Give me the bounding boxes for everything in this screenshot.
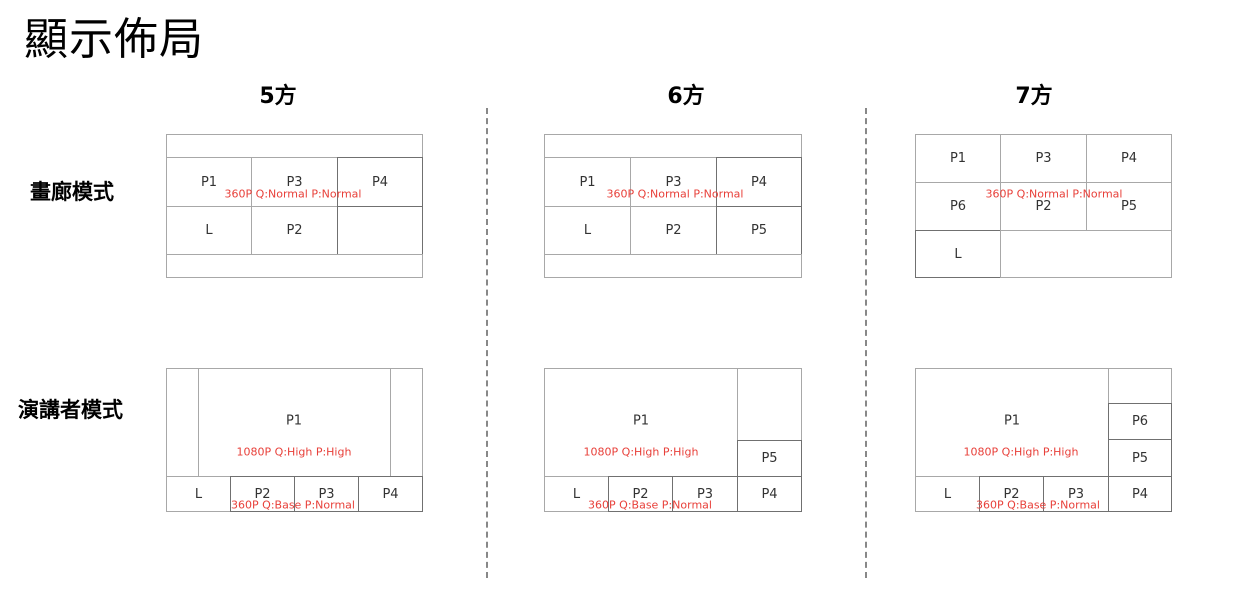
- cell-l: L: [915, 230, 1001, 278]
- column-header-7: 7方: [1015, 84, 1053, 109]
- cell-p3: P3: [251, 157, 338, 207]
- cell-p3: P3: [1043, 476, 1109, 512]
- empty-cell: [544, 134, 802, 158]
- page-title: 顯示佈局: [24, 14, 204, 65]
- cell-p5: P5: [1108, 439, 1172, 477]
- cell-p3: P3: [672, 476, 738, 512]
- cell-p2: P2: [630, 206, 717, 255]
- cell-p2: P2: [230, 476, 295, 512]
- cell-p1-label: P1: [285, 413, 303, 429]
- cell-p1-main: [915, 368, 1109, 477]
- cell-p5: P5: [716, 206, 802, 255]
- empty-cell: [1000, 230, 1172, 278]
- cell-p4: P4: [737, 476, 802, 512]
- row-header-speaker: 演講者模式: [18, 398, 123, 422]
- cell-l: L: [915, 476, 980, 512]
- cell-p2: P2: [979, 476, 1044, 512]
- cell-p1-main: [544, 368, 738, 477]
- empty-cell: [166, 368, 199, 477]
- cell-p1-main: [198, 368, 391, 477]
- cell-p1: P1: [544, 157, 631, 207]
- cell-p4: P4: [716, 157, 802, 207]
- empty-cell: [1108, 368, 1172, 404]
- cell-p6: P6: [1108, 403, 1172, 440]
- cell-p3: P3: [1000, 134, 1087, 183]
- empty-cell: [337, 206, 423, 255]
- empty-cell: [166, 254, 423, 278]
- cell-p6: P6: [915, 182, 1001, 231]
- cell-p1: P1: [166, 157, 252, 207]
- cell-p4: P4: [1086, 134, 1172, 183]
- cell-l: L: [166, 206, 252, 255]
- cell-p4: P4: [1108, 476, 1172, 512]
- cell-l: L: [166, 476, 231, 512]
- cell-p2: P2: [608, 476, 673, 512]
- cell-p3: P3: [630, 157, 717, 207]
- empty-cell: [737, 368, 802, 441]
- row-header-gallery: 畫廊模式: [30, 180, 114, 204]
- column-header-6: 6方: [667, 84, 705, 109]
- cell-p1-label: P1: [632, 413, 650, 429]
- empty-cell: [544, 254, 802, 278]
- cell-l: L: [544, 476, 609, 512]
- cell-p1-label: P1: [1003, 413, 1021, 429]
- empty-cell: [390, 368, 423, 477]
- cell-p4: P4: [337, 157, 423, 207]
- cell-p1: P1: [915, 134, 1001, 183]
- cell-p2: P2: [251, 206, 338, 255]
- cell-p5: P5: [737, 440, 802, 477]
- cell-p3: P3: [294, 476, 359, 512]
- cell-p2: P2: [1000, 182, 1087, 231]
- column-divider-1: [486, 108, 488, 578]
- cell-p5: P5: [1086, 182, 1172, 231]
- cell-p4: P4: [358, 476, 423, 512]
- column-header-5: 5方: [259, 84, 297, 109]
- empty-cell: [166, 134, 423, 158]
- column-divider-2: [865, 108, 867, 578]
- cell-l: L: [544, 206, 631, 255]
